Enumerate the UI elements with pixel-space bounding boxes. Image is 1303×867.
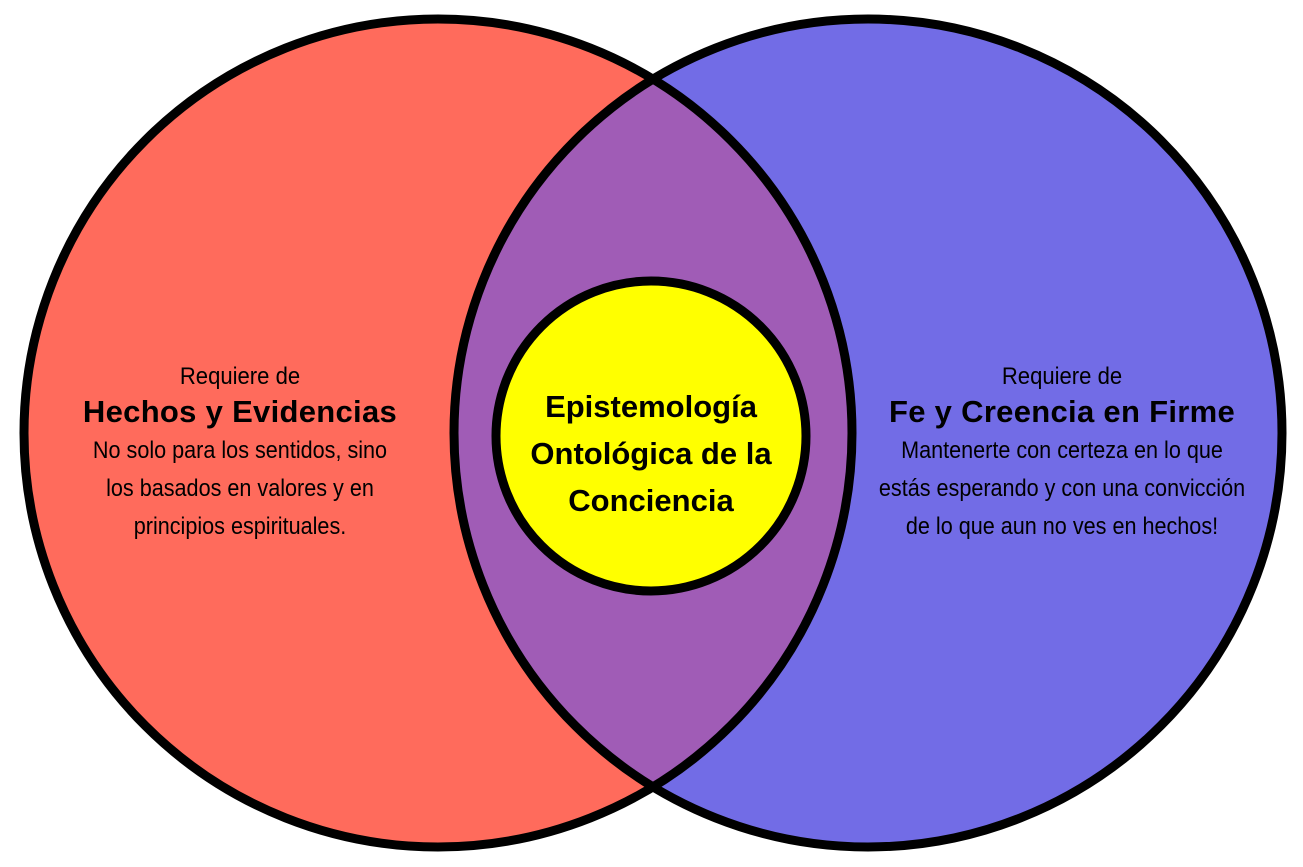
center-line-2: Ontológica de la: [530, 436, 772, 471]
right-heading: Fe y Creencia en Firme: [888, 394, 1236, 429]
intersection-region: [454, 19, 852, 847]
right-intro: Requiere de: [1001, 363, 1123, 390]
right-line-3: de lo que aun no ves en hechos!: [905, 513, 1219, 540]
left-line-1: No solo para los sentidos, sino: [92, 437, 388, 464]
center-line-3: Conciencia: [568, 483, 734, 518]
left-intro: Requiere de: [179, 363, 301, 390]
left-circle-outline: [19, 14, 857, 852]
right-circle-label: Requiere de Fe y Creencia en Firme Mante…: [852, 362, 1272, 546]
center-line-1: Epistemología: [545, 389, 757, 424]
right-line-1: Mantenerte con certeza en lo que: [901, 437, 1223, 464]
left-line-2: los basados en valores y en: [106, 475, 374, 502]
center-circle: [491, 276, 811, 596]
left-circle-label: Requiere de Hechos y Evidencias No solo …: [40, 362, 440, 546]
left-line-3: principios espirituales.: [133, 513, 347, 540]
center-circle-label: Epistemología Ontológica de la Concienci…: [495, 383, 807, 524]
right-line-2: estás esperando y con una convicción: [878, 475, 1246, 502]
right-circle-outline: [449, 14, 1287, 852]
left-heading: Hechos y Evidencias: [82, 394, 398, 429]
